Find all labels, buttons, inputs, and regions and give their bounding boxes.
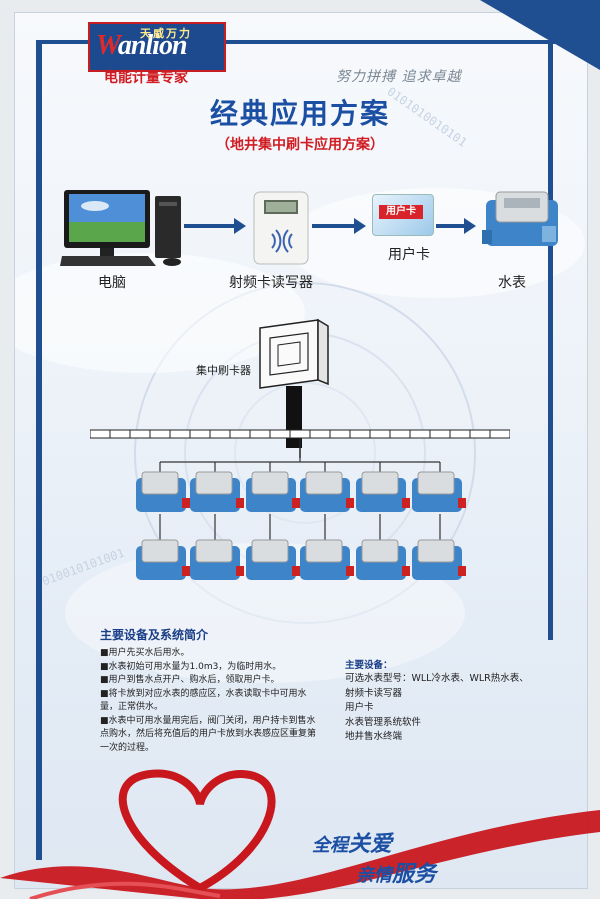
bus-line [90,429,510,458]
intro-title: 主要设备及系统简介 [100,628,209,642]
ribbon-heart-decoration [0,769,600,899]
equipment-title: 主要设备： [345,660,393,671]
service-text-highlight: 关爱 [348,832,393,857]
flow-arrow [184,218,246,234]
intro-item: ■将卡放到对应水表的感应区，水表读取卡中可用水量，正常供水。 [100,688,307,713]
user-card-icon: 用户卡 [372,194,434,236]
logo-initial: W [96,30,119,61]
brand-tagline: 电能计量专家 [104,70,188,86]
corner-decoration [480,0,600,70]
equipment-item: 可选水表型号：WLL冷水表、WLR热水表、 [345,673,529,684]
intro-item: ■水表初始可用水量为1.0m3，为临时用水。 [100,661,282,672]
computer-label: 电脑 [98,275,126,291]
meter-network [136,456,466,580]
equipment-list: 可选水表型号：WLL冷水表、WLR热水表、 射频卡读写器 用户卡 水表管理系统软… [345,672,555,745]
service-slogan-1: 全程关爱 [312,826,392,858]
equipment-item: 用户卡 [345,702,374,713]
page-title: 经典应用方案 [209,97,390,130]
equipment-item: 水表管理系统软件 [345,716,422,728]
equipment-item: 地井售水终端 [345,731,403,742]
water-meter-label: 水表 [498,275,526,291]
intro-item: ■水表中可用水量用完后，阀门关闭，用户持卡到售水点购水，然后将充值后的用户卡放到… [100,715,317,753]
meter-row-2 [136,539,466,580]
intro-item: ■用户先买水后用水。 [100,648,190,658]
computer-icon [60,190,181,266]
frame-left [36,40,42,860]
service-text-highlight: 服务 [392,862,437,887]
logo-text: anlion [117,30,188,61]
intro-list: ■用户先买水后用水。 ■水表初始可用水量为1.0m3，为临时用水。 ■用户到售水… [100,647,322,755]
central-reader-label: 集中刷卡器 [196,364,251,377]
intro-item: ■用户到售水点开户、购水后，领取用户卡。 [100,675,280,685]
user-card-label: 用户卡 [388,247,430,263]
logo-chinese: 天威万力 [140,27,192,40]
water-meter-icon [482,191,558,246]
rf-reader-label: 射频卡读写器 [229,275,313,291]
flow-arrow [312,218,366,234]
frame-right [548,40,553,640]
card-face-label: 用户卡 [379,205,423,219]
logo-box [88,22,226,72]
slogan: 努力拼搏 追求卓越 [336,69,462,85]
rf-reader-icon [253,191,309,265]
frame-top [36,40,566,44]
service-slogan-2: 亲情服务 [356,856,436,888]
flow-arrow [436,218,476,234]
page-subtitle: （地井集中刷卡应用方案） [216,137,384,153]
service-text: 全程 [312,835,348,856]
meter-row-1 [136,471,466,512]
logo: Wanlion [96,30,188,62]
equipment-item: 射频卡读写器 [345,687,403,699]
service-text: 亲情 [356,865,392,886]
